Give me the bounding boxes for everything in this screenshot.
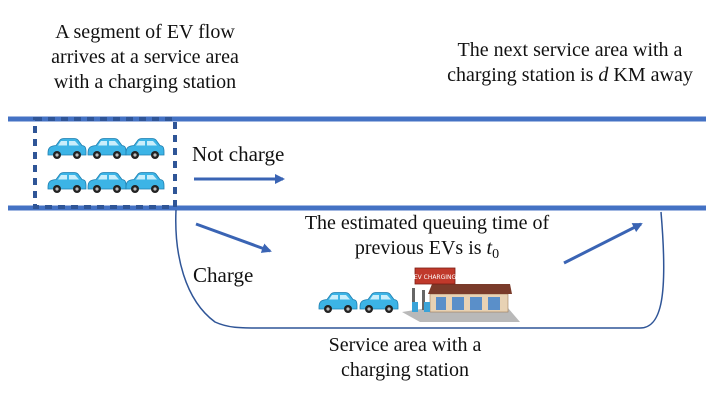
arrival-label: A segment of EV flow arrives at a servic… bbox=[0, 20, 290, 95]
distance-variable: d bbox=[598, 64, 609, 86]
next-station-label-line: charging station is d KM away bbox=[420, 63, 720, 88]
ev-car-icon bbox=[87, 138, 127, 160]
exit-arrow bbox=[563, 222, 643, 265]
arrival-label-line: arrives at a service area bbox=[51, 46, 239, 68]
queue-time-label: The estimated queuing time of previous E… bbox=[262, 211, 592, 267]
station-sign-text: EV CHARGING bbox=[414, 274, 457, 281]
queue-time-subscript: 0 bbox=[492, 247, 500, 262]
next-distance-prefix: charging station is bbox=[447, 64, 599, 86]
charging-station-icon: EV CHARGING bbox=[402, 267, 520, 322]
ev-car-icon bbox=[318, 292, 358, 314]
ev-car-icon bbox=[125, 138, 165, 160]
service-area-label-line: charging station bbox=[341, 359, 469, 381]
service-area-loop bbox=[175, 209, 665, 329]
service-area-label-line: Service area with a bbox=[328, 334, 482, 356]
not-charge-label: Not charge bbox=[192, 142, 285, 166]
ev-car-icon bbox=[47, 138, 87, 160]
service-area-label: Service area with a charging station bbox=[280, 333, 530, 383]
next-distance-suffix: KM away bbox=[608, 64, 693, 86]
arrival-label-line: with a charging station bbox=[53, 71, 237, 93]
queue-time-label-line: previous EVs is t0 bbox=[262, 236, 592, 267]
ev-segment-box bbox=[33, 117, 177, 209]
ev-car-icon bbox=[87, 172, 127, 194]
next-station-label: The next service area with a charging st… bbox=[420, 38, 720, 88]
next-station-label-line: The next service area with a bbox=[457, 39, 683, 61]
charge-arrow bbox=[195, 222, 272, 253]
ev-car-icon bbox=[125, 172, 165, 194]
ev-car-icon bbox=[47, 172, 87, 194]
queue-time-variable: t bbox=[486, 237, 493, 259]
queue-prefix: previous EVs is bbox=[354, 237, 487, 259]
charge-label: Charge bbox=[193, 263, 254, 287]
ev-car-icon bbox=[359, 292, 399, 314]
arrival-label-line: A segment of EV flow bbox=[55, 21, 235, 43]
queue-time-label-line: The estimated queuing time of bbox=[304, 212, 550, 234]
